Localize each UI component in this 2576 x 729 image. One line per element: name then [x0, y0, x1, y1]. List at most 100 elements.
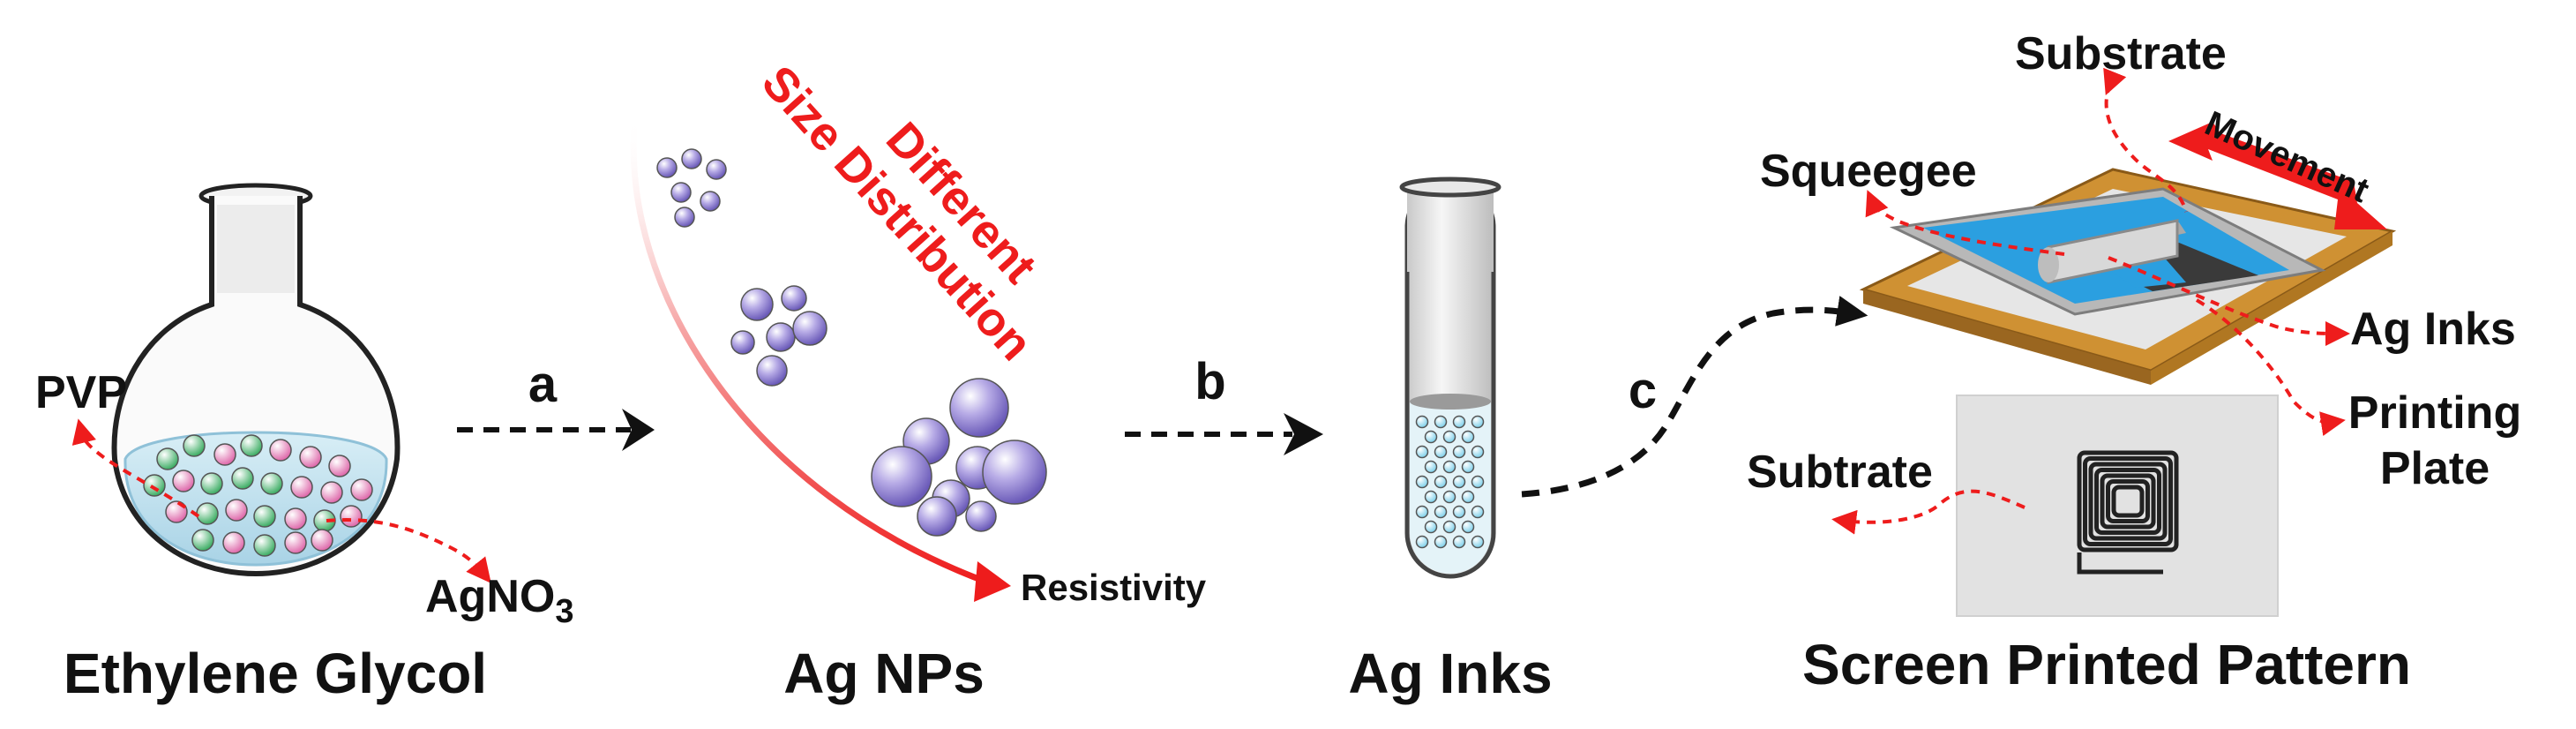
ink-particle: [1452, 475, 1466, 489]
spiral-turn: [2100, 473, 2156, 530]
bead: [340, 505, 363, 528]
substrate-top-pointer: [2103, 67, 2188, 213]
ink-particle: [1442, 520, 1456, 534]
bead: [143, 474, 166, 497]
ink-particle: [1442, 490, 1456, 504]
ink-particle: [1424, 490, 1438, 504]
agno3-pointer: [326, 518, 491, 583]
printing-plate-label-1: Printing: [2348, 387, 2521, 439]
bead: [320, 481, 343, 504]
ink-particle: [1434, 535, 1448, 549]
spiral-turn: [2094, 468, 2161, 535]
nanoparticle: [792, 311, 827, 346]
nanoparticle: [949, 378, 1009, 438]
spiral-lead: [2077, 552, 2163, 575]
spiral-turn: [2111, 485, 2145, 518]
ink-particle: [1424, 520, 1438, 534]
step-label-b: b: [1194, 353, 1225, 410]
spiral-turn: [2083, 456, 2173, 546]
round-bottom-flask-icon: [111, 183, 401, 577]
ink-particle: [1415, 505, 1429, 519]
size-resistivity-arc: [630, 114, 1011, 602]
ink-particle: [1434, 445, 1448, 459]
nanoparticle: [917, 496, 957, 537]
ink-particle: [1415, 475, 1429, 489]
nanoparticle: [674, 207, 695, 228]
bead: [350, 478, 373, 501]
bead: [191, 529, 214, 552]
pvp-label: PVP: [35, 367, 127, 418]
ink-particle: [1461, 520, 1475, 534]
nanoparticle: [982, 440, 1047, 505]
bead: [299, 446, 322, 469]
ag-inks-label: Ag Inks: [2350, 304, 2516, 355]
bead: [328, 455, 351, 477]
ink-particle: [1471, 415, 1485, 429]
ink-particle: [1415, 535, 1429, 549]
squeegee-pointer: [1865, 190, 2065, 256]
nanoparticle: [730, 330, 755, 355]
nanoparticle: [706, 159, 727, 180]
bead: [156, 447, 179, 470]
agno3-main: AgNO: [425, 571, 555, 622]
bead: [284, 531, 307, 554]
bead: [311, 529, 333, 552]
ink-particle: [1434, 505, 1448, 519]
ink-particle: [1424, 430, 1438, 444]
pvp-pointer: [71, 418, 200, 518]
resistivity-label: Resistivity: [1021, 567, 1207, 608]
ink-particle: [1452, 535, 1466, 549]
step-label-a: a: [528, 356, 558, 413]
ink-particle: [1461, 430, 1475, 444]
ink-particle: [1442, 430, 1456, 444]
ink-particle: [1471, 535, 1485, 549]
bead: [231, 467, 254, 490]
ink-particle: [1452, 505, 1466, 519]
bead: [253, 534, 276, 557]
ink-particle: [1415, 415, 1429, 429]
bead: [253, 505, 276, 528]
ink-particle: [1452, 415, 1466, 429]
squeegee-label: Squeegee: [1760, 146, 1977, 197]
bead: [172, 470, 195, 492]
spiral-antenna-icon: [2077, 450, 2179, 575]
nanoparticle: [740, 288, 774, 321]
arrow-a: [457, 409, 655, 451]
screen-printer-icon: [1859, 168, 2397, 385]
nanoparticle: [670, 182, 692, 203]
caption-ag-nps: Ag NPs: [783, 642, 985, 705]
nanoparticle: [700, 191, 721, 212]
nanoparticle: [756, 355, 788, 387]
ink-particle: [1471, 475, 1485, 489]
bead: [200, 472, 223, 495]
ink-particle: [1424, 460, 1438, 474]
nanoparticle: [871, 446, 932, 507]
nanoparticle: [781, 285, 807, 312]
bead: [213, 443, 236, 466]
ink-particle: [1434, 475, 1448, 489]
bead: [183, 434, 206, 457]
substrate-top-label: Substrate: [2015, 28, 2227, 79]
ink-particle: [1415, 445, 1429, 459]
ink-particle: [1461, 490, 1475, 504]
bead: [290, 476, 313, 499]
ink-particle: [1471, 445, 1485, 459]
agno3-label: AgNO3: [425, 571, 573, 630]
agno3-subscript: 3: [555, 593, 573, 630]
ink-particle: [1442, 460, 1456, 474]
subtrate-label: Subtrate: [1747, 447, 1933, 498]
spiral-turn: [2088, 462, 2168, 541]
ink-particle: [1471, 505, 1485, 519]
nanoparticle: [681, 148, 702, 169]
spiral-turn: [2106, 479, 2150, 523]
caption-ethylene-glycol: Ethylene Glycol: [64, 642, 487, 705]
bead: [240, 434, 263, 457]
nanoparticle: [766, 322, 796, 352]
caption-ag-inks: Ag Inks: [1348, 642, 1552, 705]
ink-particle: [1434, 415, 1448, 429]
movement-arrow-icon: [2168, 122, 2387, 229]
arrow-c: [1521, 296, 1868, 498]
ink-particle: [1452, 445, 1466, 459]
spiral-turn: [2077, 450, 2179, 552]
test-tube-icon: [1399, 177, 1501, 579]
